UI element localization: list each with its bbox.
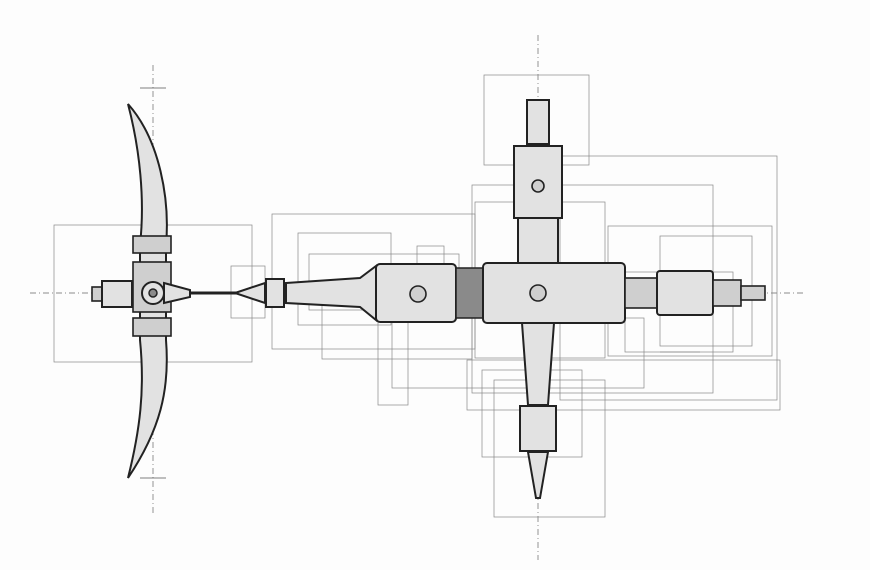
vertical-column: [513, 99, 563, 499]
main-shaft: [285, 262, 766, 324]
hub-assembly: [91, 278, 285, 308]
